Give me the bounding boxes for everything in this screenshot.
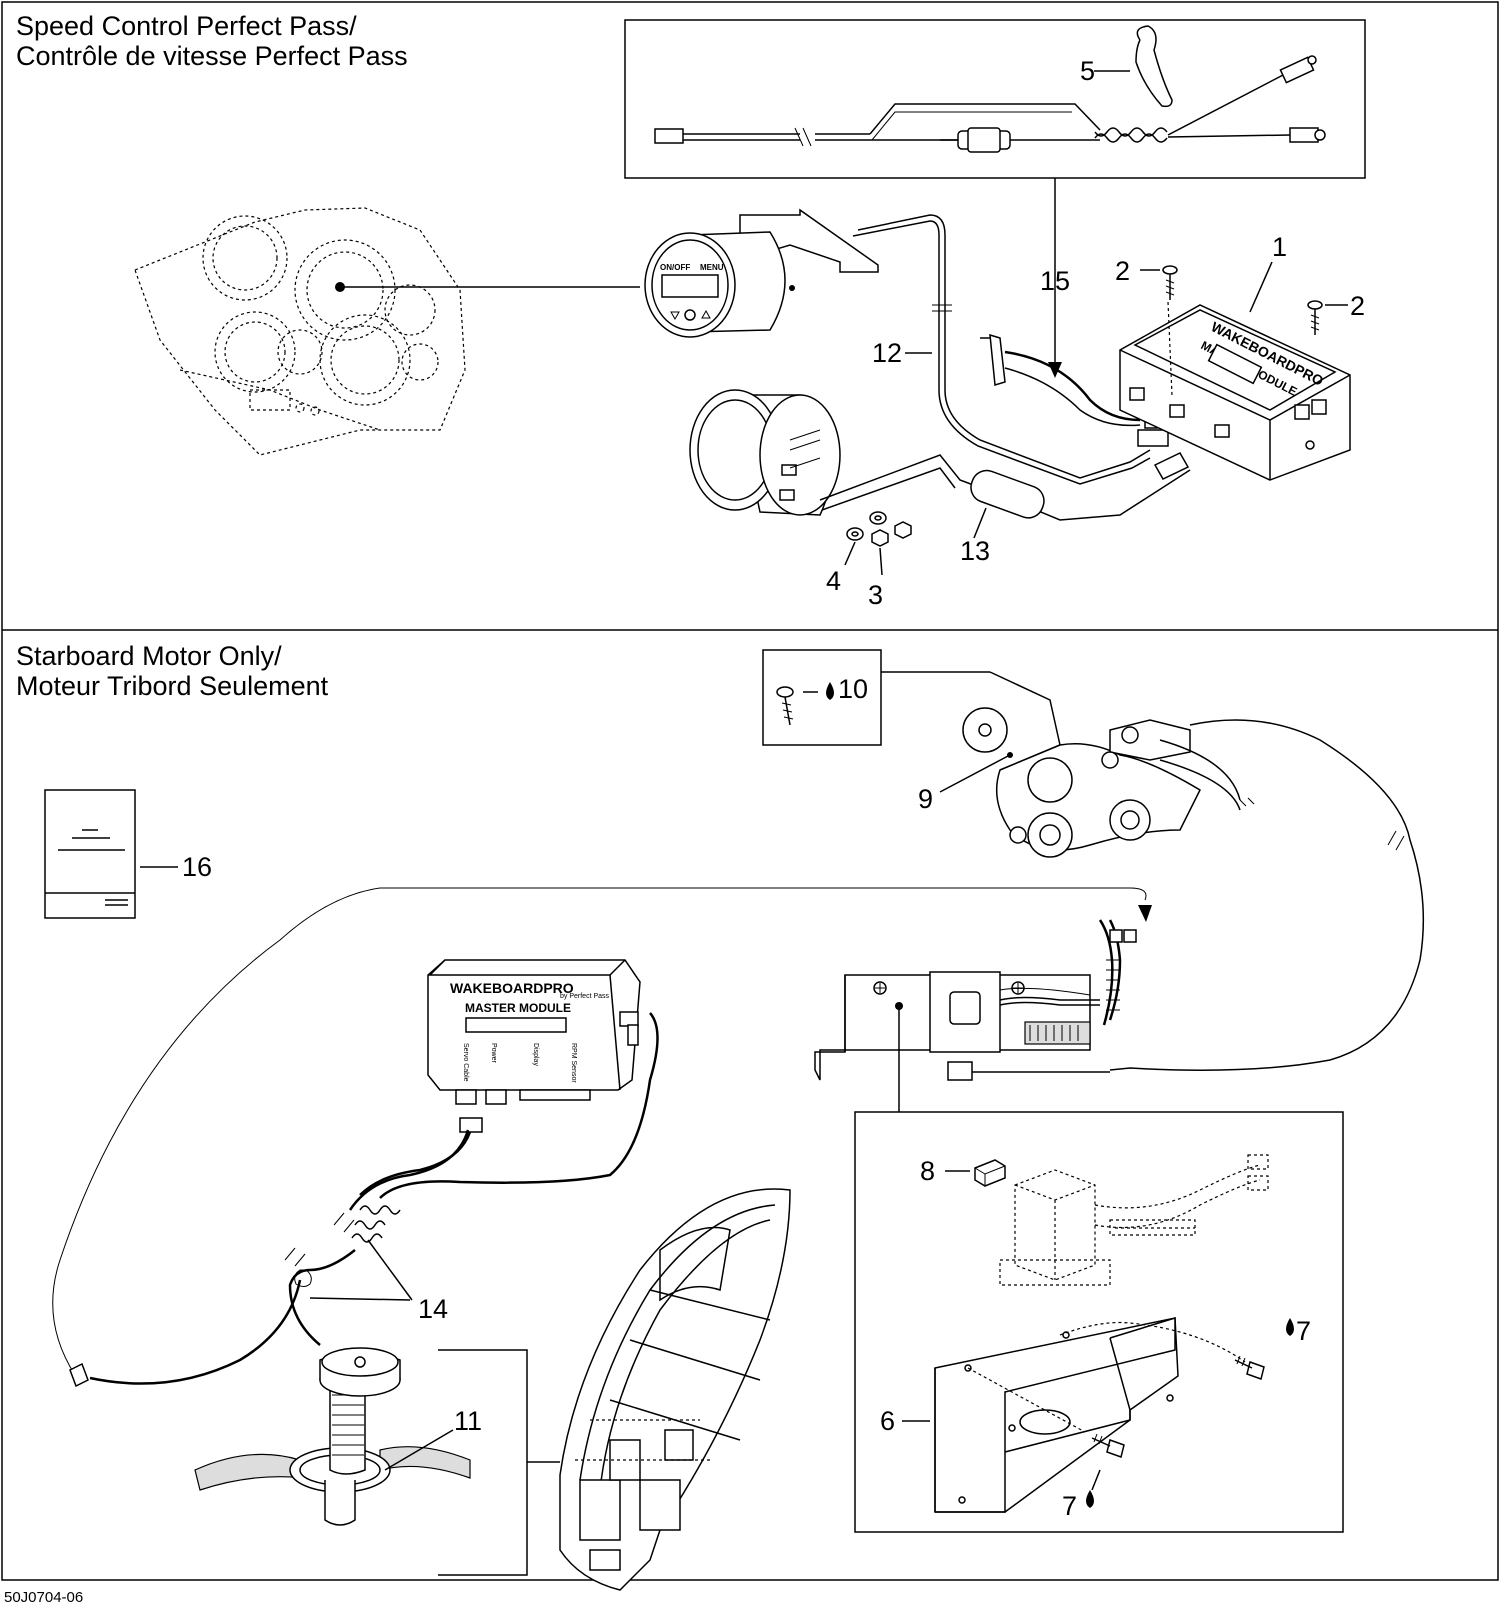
servo-cable bbox=[1109, 719, 1425, 1071]
drop-icon-7b bbox=[1086, 1490, 1094, 1508]
callout-14: 14 bbox=[418, 1294, 448, 1324]
callout-2a: 2 bbox=[1115, 256, 1130, 286]
paddlewheel-sensor bbox=[194, 1347, 471, 1526]
module-bottom-name: MASTER MODULE bbox=[465, 1001, 571, 1015]
callout-8: 8 bbox=[920, 1156, 935, 1186]
boat-top-view bbox=[559, 1188, 791, 1591]
gauge-onoff-label: ON/OFF bbox=[660, 263, 690, 272]
throttle-mechanism bbox=[962, 671, 1255, 858]
callout-7a: 7 bbox=[1296, 1316, 1311, 1346]
cable-tie bbox=[1135, 25, 1173, 108]
display-gauge: ON/OFF MENU bbox=[644, 208, 879, 338]
module-bottom-brand: WAKEBOARDPRO bbox=[450, 980, 574, 996]
master-module-bottom: WAKEBOARDPRO by Perfect Pass MASTER MODU… bbox=[427, 959, 641, 1105]
callout-3: 3 bbox=[868, 580, 883, 610]
screw-7b bbox=[1091, 1433, 1125, 1458]
module-port-power: Power bbox=[490, 1043, 497, 1064]
callout-2b: 2 bbox=[1350, 291, 1365, 321]
detail-box bbox=[854, 1111, 1344, 1533]
rpm-gauge bbox=[689, 389, 841, 516]
callout-7b: 7 bbox=[1062, 1491, 1077, 1521]
module-port-rpm: RPM Sensor bbox=[570, 1043, 577, 1083]
harness-coil bbox=[351, 1205, 401, 1243]
module-bottom-byline: by Perfect Pass bbox=[560, 993, 610, 1000]
callout-12: 12 bbox=[872, 338, 902, 368]
actuator-assembly bbox=[814, 919, 1137, 1081]
callout-10: 10 bbox=[838, 674, 868, 704]
drop-icon bbox=[826, 682, 834, 700]
gauge-menu-label: MENU bbox=[700, 263, 724, 272]
callout-5: 5 bbox=[1080, 56, 1095, 86]
reference-code: 50J0704-06 bbox=[4, 1589, 83, 1606]
paddlewheel-cable-loop bbox=[52, 887, 1147, 1376]
callout-13: 13 bbox=[960, 536, 990, 566]
callout-1: 1 bbox=[1272, 232, 1287, 262]
module-port-display: Display bbox=[532, 1043, 539, 1066]
servo-phantom bbox=[999, 1154, 1269, 1286]
callout-16: 16 bbox=[182, 852, 212, 882]
dashboard-outline bbox=[134, 207, 640, 456]
screw-top-left bbox=[1162, 265, 1178, 300]
module-port-servo: Servo Cable bbox=[462, 1043, 469, 1082]
loctite-box-10 bbox=[762, 649, 882, 746]
outer-frame bbox=[1, 1, 1499, 1581]
callout-6: 6 bbox=[880, 1406, 895, 1436]
callout-15: 15 bbox=[1040, 266, 1070, 296]
module-harness bbox=[379, 1012, 659, 1199]
top-section-title-line2: Contrôle de vitesse Perfect Pass bbox=[16, 41, 408, 71]
callout-11: 11 bbox=[454, 1406, 482, 1436]
callout-4: 4 bbox=[826, 566, 841, 596]
wiring-harness-box bbox=[624, 19, 1366, 179]
leader-1 bbox=[1249, 261, 1273, 313]
washers-nuts bbox=[846, 511, 912, 547]
bottom-section-title-line2: Moteur Tribord Seulement bbox=[16, 671, 329, 701]
rubber-block bbox=[974, 1159, 1006, 1187]
screw-7a bbox=[1234, 1355, 1265, 1380]
display-cable bbox=[857, 214, 1151, 479]
screw-top-right bbox=[1307, 300, 1323, 335]
manual-document bbox=[44, 789, 136, 919]
mounting-bracket bbox=[934, 1317, 1246, 1513]
bottom-section-title-line1: Starboard Motor Only/ bbox=[16, 641, 282, 671]
top-section-title-line1: Speed Control Perfect Pass/ bbox=[16, 11, 357, 41]
drop-icon-7a bbox=[1286, 1318, 1294, 1336]
callout-9: 9 bbox=[918, 784, 933, 814]
